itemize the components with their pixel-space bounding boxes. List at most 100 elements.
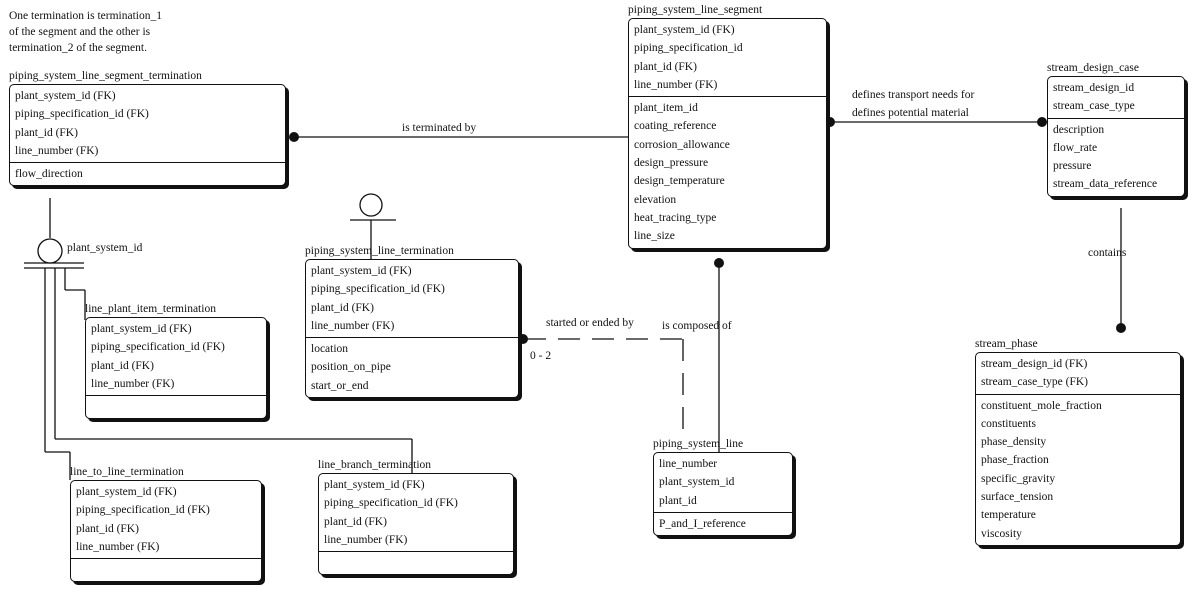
entity-attributes: ​ [86, 395, 266, 418]
subtype-circle-category [37, 238, 63, 264]
rel-label-is-terminated-by: is terminated by [402, 122, 477, 134]
entity-field: line_size [634, 230, 675, 243]
entity-keys: stream_design_id (FK) stream_case_type (F… [976, 353, 1180, 394]
note-line: One termination is termination_1 [9, 10, 162, 22]
entity-title: piping_system_line [653, 438, 744, 450]
entity-field: design_pressure [634, 157, 709, 170]
note-line: of the segment and the other is [9, 26, 151, 38]
entity-attributes: ​ [319, 551, 513, 574]
entity-box: line_number plant_system_id plant_id P_and… [653, 452, 793, 537]
entity-field: line_number (FK) [324, 533, 408, 546]
entity-keys: line_number plant_system_id plant_id [654, 453, 792, 512]
entity-field: ​ [324, 554, 513, 572]
entity-field: phase_density [981, 436, 1047, 449]
entity-attributes: ​ [71, 558, 261, 581]
entity-field: stream_design_id (FK) [981, 358, 1088, 370]
entity-title: line_plant_item_termination [85, 303, 216, 315]
dot-defines-psl-segment [825, 117, 835, 127]
dot-started-or-ended-by [518, 334, 528, 344]
entity-field: stream_case_type (FK) [981, 376, 1088, 389]
note-text: One termination is termination_1 of the … [9, 8, 162, 56]
entity-title: piping_system_line_segment [628, 4, 763, 16]
entity-field: line_number (FK) [91, 377, 175, 390]
entity-field: start_or_end [311, 379, 369, 392]
entity-field: viscosity [981, 527, 1022, 540]
entity-field: ​ [76, 561, 261, 579]
entity-box: plant_system_id (FK) piping_specification… [85, 317, 267, 420]
rel-label-defines-transport: defines transport needs for [852, 89, 975, 101]
rel-label-defines-material: defines potential material [852, 107, 969, 119]
entity-field: corrosion_allowance [634, 138, 730, 151]
entity-keys: plant_system_id (FK)piping_specification… [71, 481, 261, 558]
dot-contains [1116, 323, 1126, 333]
entity-field: plant_item_id [634, 102, 698, 115]
entity-field: piping_specification_id (FK) [91, 341, 225, 354]
entity-field: plant_id (FK) [76, 522, 139, 535]
entity-field: plant_system_id (FK) [15, 90, 116, 102]
entity-field: stream_design_id [1053, 82, 1135, 94]
entity-field: design_temperature [634, 175, 725, 188]
entity-box: stream_design_id (FK) stream_case_type (F… [975, 352, 1181, 546]
entity-field: plant_id (FK) [15, 126, 78, 139]
rel-label-is-composed-of: is composed of [662, 320, 732, 332]
entity-keys: plant_system_id (FK) piping_specification… [86, 318, 266, 395]
entity-attributes: flow_direction [10, 162, 285, 185]
entity-title: line_branch_termination [318, 459, 432, 471]
entity-field: constituents [981, 417, 1036, 430]
entity-field: surface_tension [981, 491, 1054, 504]
entity-field: pressure [1053, 160, 1092, 173]
entity-keys: plant_system_id (FK)piping_specification… [10, 85, 285, 162]
entity-field: piping_specification_id (FK) [324, 497, 458, 510]
subtype-circle-psl-termination [359, 193, 383, 217]
entity-field: ​ [91, 398, 266, 416]
entity-keys: plant_system_id (FK)piping_specification… [306, 260, 518, 337]
entity-field: position_on_pipe [311, 361, 391, 374]
entity-field: line_number (FK) [76, 540, 160, 553]
dot-is-terminated-by [289, 132, 299, 142]
entity-box: plant_system_id (FK)piping_specification… [305, 259, 519, 399]
entity-keys: plant_system_id (FK) piping_specification… [629, 19, 826, 96]
entity-field: plant_id (FK) [634, 60, 697, 73]
dot-defines-stream-design-case [1037, 117, 1047, 127]
rel-label-contains: contains [1088, 247, 1127, 259]
entity-field: plant_id (FK) [91, 359, 154, 372]
entity-field: piping_specification_id (FK) [311, 283, 445, 296]
entity-field: plant_system_id (FK) [634, 24, 735, 36]
entity-field: temperature [981, 509, 1036, 522]
entity-attributes: location position_on_pipe start_or_end [306, 337, 518, 397]
rel-label-started-or-ended-by: started or ended by [546, 317, 634, 329]
entity-field: heat_tracing_type [634, 211, 717, 224]
entity-field: phase_fraction [981, 454, 1049, 467]
entity-field: plant_system_id (FK) [91, 323, 192, 335]
entity-field: specific_gravity [981, 472, 1056, 485]
entity-field: flow_direction [15, 168, 83, 181]
entity-title: line_to_line_termination [70, 466, 184, 478]
entity-field: plant_id (FK) [311, 301, 374, 314]
entity-title: stream_phase [975, 338, 1038, 350]
entity-title: piping_system_line_segment_termination [9, 70, 202, 82]
entity-field: line_number [659, 458, 718, 470]
dot-is-composed-of [714, 258, 724, 268]
entity-field: piping_specification_id [634, 42, 743, 55]
entity-title: stream_design_case [1047, 62, 1139, 74]
entity-attributes: P_and_I_reference [654, 511, 792, 535]
entity-attributes: constituent_mole_fraction constituents pha… [976, 393, 1180, 545]
note-line: termination_2 of the segment. [9, 42, 147, 54]
entity-field: piping_specification_id (FK) [76, 504, 210, 517]
entity-field: constituent_mole_fraction [981, 399, 1102, 412]
entity-field: stream_data_reference [1053, 178, 1158, 191]
entity-field: plant_id [659, 494, 697, 507]
entity-field: plant_system_id (FK) [324, 479, 425, 491]
entity-box: plant_system_id (FK)piping_specification… [9, 84, 286, 187]
entity-field: line_number (FK) [311, 319, 395, 332]
entity-field: elevation [634, 193, 677, 206]
entity-field: location [311, 343, 349, 356]
entity-field: flow_rate [1053, 141, 1098, 154]
entity-field: plant_id (FK) [324, 515, 387, 528]
entity-field: plant_system_id [659, 476, 735, 489]
